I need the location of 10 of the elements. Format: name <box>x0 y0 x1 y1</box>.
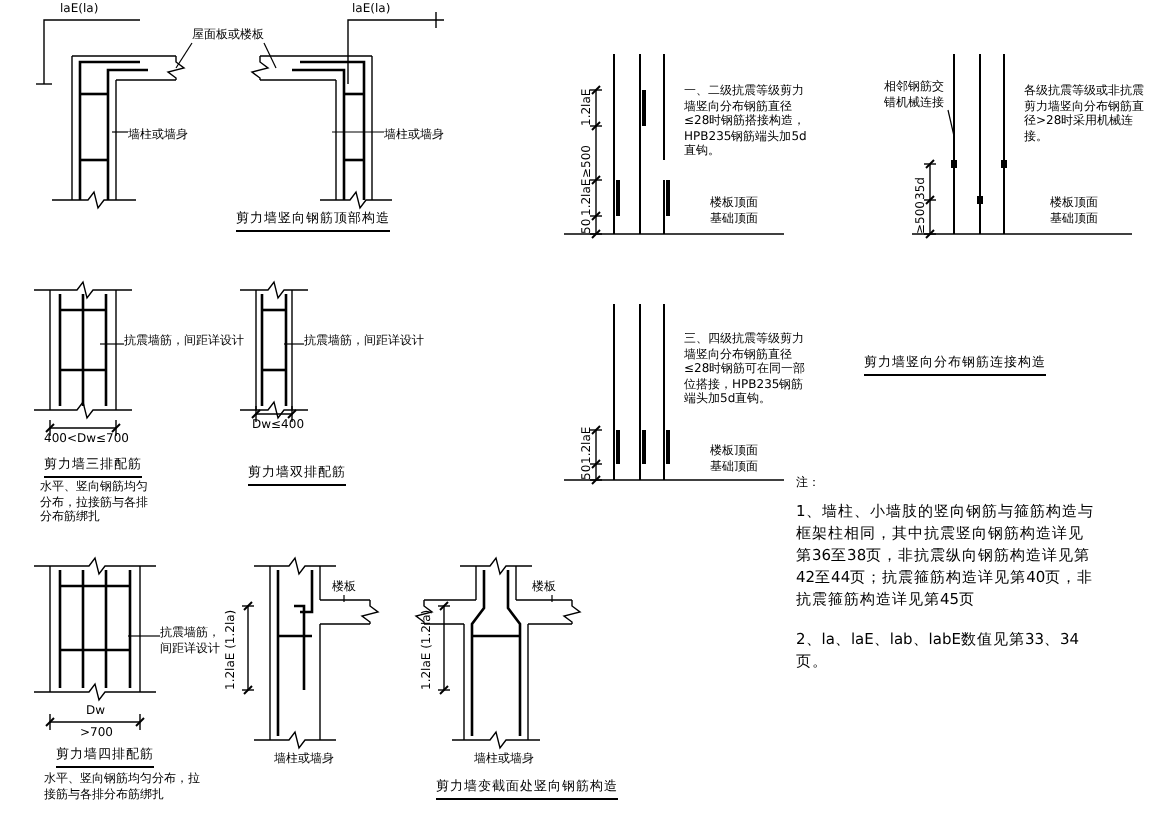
leader-line <box>99 343 125 345</box>
leader-line <box>127 635 161 637</box>
leader-line <box>111 131 129 133</box>
leader-line <box>283 343 305 345</box>
leader-line <box>551 594 553 603</box>
leader-line <box>343 594 345 603</box>
leader-line <box>175 42 193 69</box>
leader-line <box>331 131 385 133</box>
leader-line <box>263 42 277 69</box>
leader-line <box>947 109 955 137</box>
